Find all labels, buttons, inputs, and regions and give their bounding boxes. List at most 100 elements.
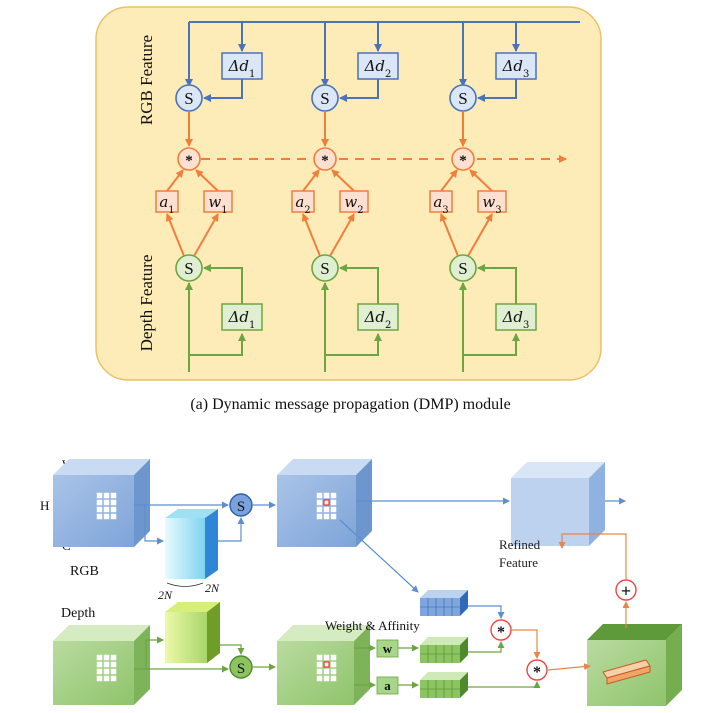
cube-cell [323,499,330,506]
conv-circle [313,147,337,171]
rgb-sample-symbol: S [320,89,329,108]
rgb-offset-label: Δd2 [364,57,392,80]
depth-offset-box [357,303,399,331]
refined-feature-cube [511,462,605,546]
sample-to-weight-arrow [467,213,493,257]
cube-cell [110,654,117,661]
depth-sample-circle [175,254,203,282]
weight-to-conv-arrow [195,169,219,192]
cube-cell [316,492,323,499]
refined-label-1: Refined [499,537,541,552]
cube-cell [103,492,110,499]
twoN-right-label: 2N [205,581,220,595]
dmp-caption: (a) Dynamic message propagation (DMP) mo… [190,396,511,413]
depth-offset-box [221,303,263,331]
cube-cell [330,654,337,661]
cube-cell [103,675,110,682]
offset-to-sample-arrow [339,79,379,102]
svg-text:a: a [384,678,391,693]
svg-text:*: * [533,664,541,681]
offset-to-sample-arrow [477,79,517,102]
depth-sample-circle [449,254,477,282]
sample-to-affinity-arrow [439,213,459,257]
affinity-to-conv-arrow [302,169,320,192]
cube-cell [103,668,110,675]
depth-to-offset-arrow [325,333,382,356]
sample-to-weight-arrow [329,213,355,257]
rgb-sample-symbol: S [458,89,467,108]
cube-cell [330,492,337,499]
cube-cell [323,654,330,661]
depth-offset-label: Δd2 [364,308,392,331]
cube-cell [330,675,337,682]
conv-circle [177,147,201,171]
cube-cell [323,513,330,520]
depth-offset-box [495,303,537,331]
svg-text:S: S [237,499,245,515]
svg-text:+: + [621,581,631,601]
weight-label: w1 [208,193,227,216]
depth-offset-label: Δd1 [228,308,256,331]
rgb-sample-symbol: S [184,89,193,108]
depth-sampled-cube [277,625,370,705]
cube-cell [110,499,117,506]
pipeline-connectors [134,497,630,689]
offset-to-sample-arrow [203,79,243,102]
cube-cell [96,661,103,668]
cube-cell [103,654,110,661]
cube-cell [330,661,337,668]
conv-symbol: * [459,153,467,169]
a-box: a [376,676,399,695]
svg-text:*: * [497,624,505,641]
cube-cell [103,506,110,513]
cube-cell [96,675,103,682]
cube-cell [330,668,337,675]
conv-symbol: * [321,153,329,169]
depth-offset-label: Δd3 [502,308,530,331]
rgb-sample-node: S [229,493,253,517]
cube-cell [96,654,103,661]
cube-cell [330,506,337,513]
cube-cell [110,506,117,513]
cube-cell [316,506,323,513]
affinity-prism [420,672,468,698]
cube-cell [110,668,117,675]
cube-cell [330,513,337,520]
cube-cell [103,661,110,668]
cube-cell [103,499,110,506]
depth-input-cube [53,625,150,705]
depth-sample-symbol: S [320,259,329,278]
affinity-label: a2 [295,193,310,216]
sample-to-affinity-arrow [301,213,321,257]
rgb-label: RGB [70,564,99,579]
depth-sample-circle [311,254,339,282]
rgb-prism [420,590,468,616]
affinity-to-conv-arrow [440,169,458,192]
cube-cell [96,668,103,675]
cube-cell [96,492,103,499]
conv-circle [451,147,475,171]
cube-cell [103,513,110,520]
pipeline: W H C RGB Depth 2N 2N [40,457,682,706]
cube-cell [316,654,323,661]
depth-sample-symbol: S [184,259,193,278]
twoN-brace-left [166,582,204,587]
cube-cell [110,513,117,520]
dim-h-label: H [40,498,49,513]
cube-cell [323,668,330,675]
cube-cell [110,492,117,499]
cube-cell [110,675,117,682]
cube-cell [96,513,103,520]
conv-node-1: * [490,619,512,641]
cube-cell [330,499,337,506]
plus-node: + [615,579,637,601]
conv-symbol: * [185,153,193,169]
affinity-label: a3 [433,193,448,216]
weight-label: w2 [344,193,363,216]
depth-to-offset-arrow [189,333,246,356]
conv-node-2: * [526,659,548,681]
cube-cell [316,499,323,506]
cube-cell [323,492,330,499]
